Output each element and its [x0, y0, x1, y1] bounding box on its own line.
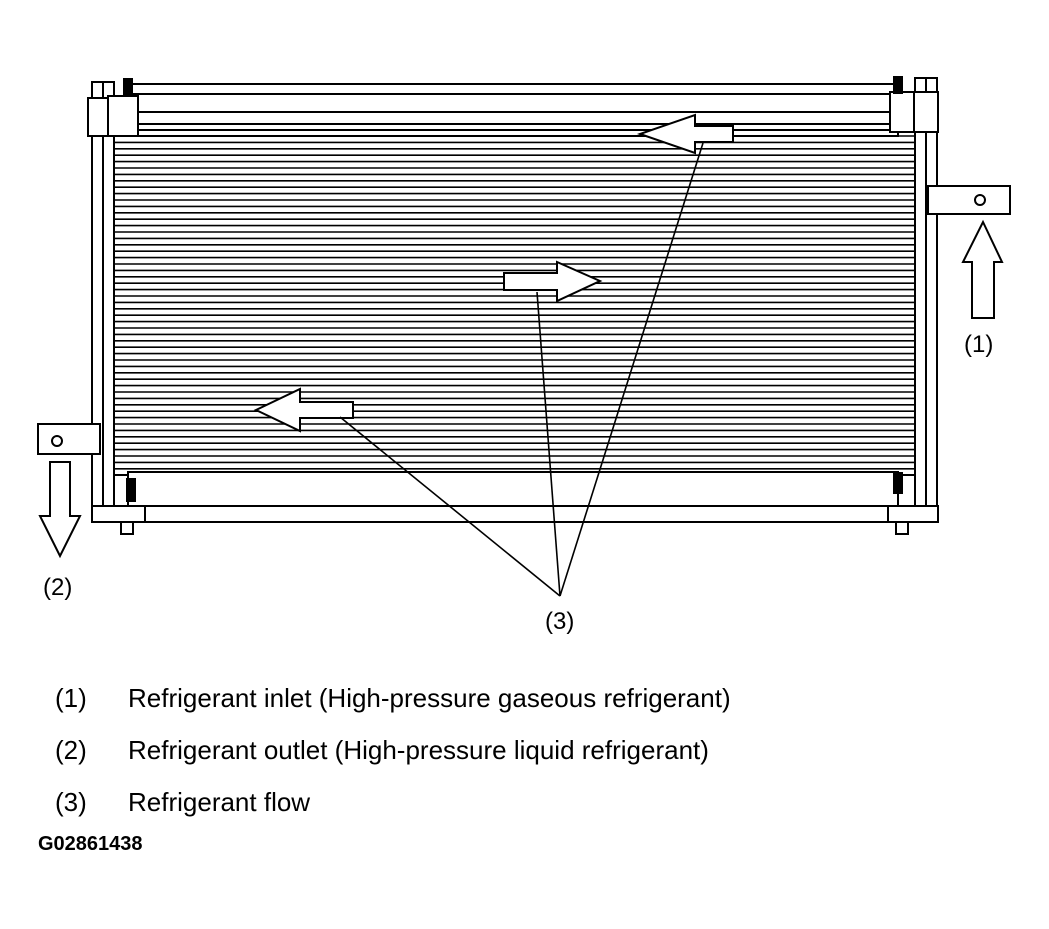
- flow-arrow-lower-left: [253, 387, 354, 433]
- top-right-cap: [889, 91, 917, 133]
- legend-item: (2) Refrigerant outlet (High-pressure li…: [55, 724, 731, 776]
- legend-number: (1): [55, 682, 87, 713]
- right-mount-pin: [895, 521, 909, 535]
- callout-flow: (3): [545, 608, 575, 635]
- bottom-mount-bar: [91, 505, 939, 523]
- legend-number: (3): [55, 786, 87, 817]
- flow-arrow-top-left: [636, 113, 734, 155]
- top-left-cap: [107, 95, 139, 137]
- left-mount-pin: [120, 521, 134, 535]
- inlet-fitting: [927, 185, 1011, 215]
- legend-number: (2): [55, 734, 87, 765]
- legend-item: (3) Refrigerant flow: [55, 776, 731, 828]
- legend-text: Refrigerant outlet (High-pressure liquid…: [128, 734, 709, 765]
- condenser-fins: [114, 135, 915, 470]
- bottom-header-tank: [127, 471, 899, 507]
- top-right-bracket: [913, 91, 939, 133]
- legend-text: Refrigerant inlet (High-pressure gaseous…: [128, 682, 731, 713]
- condenser-diagram: [37, 76, 1011, 597]
- legend-text: Refrigerant flow: [128, 786, 311, 817]
- top-left-bracket: [87, 97, 111, 137]
- legend-item: (1) Refrigerant inlet (High-pressure gas…: [55, 672, 731, 724]
- figure-id: G02861438: [38, 833, 143, 855]
- leader-line-lower: [339, 416, 561, 597]
- leader-line-top: [559, 142, 704, 597]
- top-header-tank: [127, 83, 899, 137]
- leader-line-middle: [536, 291, 561, 597]
- callout-outlet: (2): [43, 574, 73, 601]
- callout-inlet: (1): [964, 331, 994, 358]
- flow-arrow-middle-right: [503, 260, 603, 303]
- inlet-arrow-up-icon: [961, 219, 1004, 319]
- legend: (1) Refrigerant inlet (High-pressure gas…: [55, 672, 731, 828]
- outlet-fitting: [37, 423, 101, 455]
- outlet-arrow-down-icon: [38, 461, 82, 559]
